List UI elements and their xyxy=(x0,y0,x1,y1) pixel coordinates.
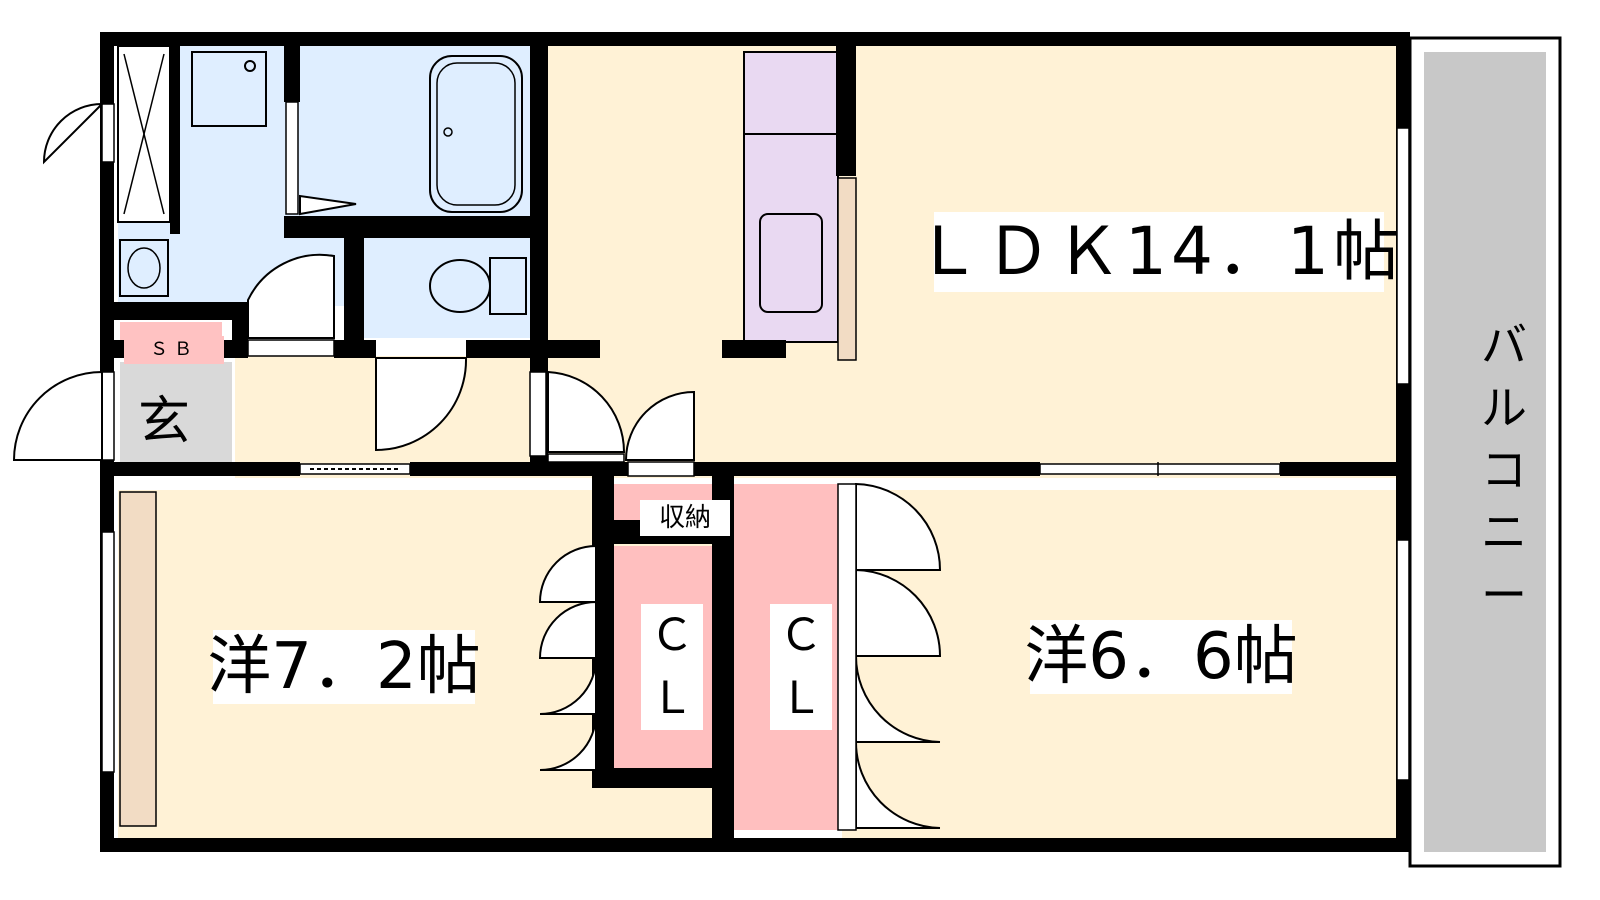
entrance-label: 玄 xyxy=(124,392,204,452)
closet-doors-right xyxy=(855,482,942,829)
western-room-2-label: 洋6．6帖 xyxy=(1024,620,1298,694)
wardrobe-left xyxy=(119,491,157,827)
shoe-box-label: ＳＢ xyxy=(124,336,224,364)
bathtub xyxy=(429,55,523,213)
ldk-label: ＬＤＫ14．1帖 xyxy=(915,212,1403,292)
sink xyxy=(119,239,169,297)
storage-label: 収納 xyxy=(640,500,730,536)
kitchen-counter xyxy=(743,51,839,343)
western-room-1-label: 洋7．2帖 xyxy=(207,630,481,704)
doors xyxy=(12,102,695,461)
kitchen-side-panel xyxy=(837,177,857,361)
balcony-label: バ ル コ ニ ー xyxy=(1474,314,1534,626)
closet-doors-left xyxy=(538,544,597,771)
toilet-floor xyxy=(362,238,540,338)
kitchen-sink xyxy=(759,213,823,313)
washing-machine xyxy=(191,51,267,127)
